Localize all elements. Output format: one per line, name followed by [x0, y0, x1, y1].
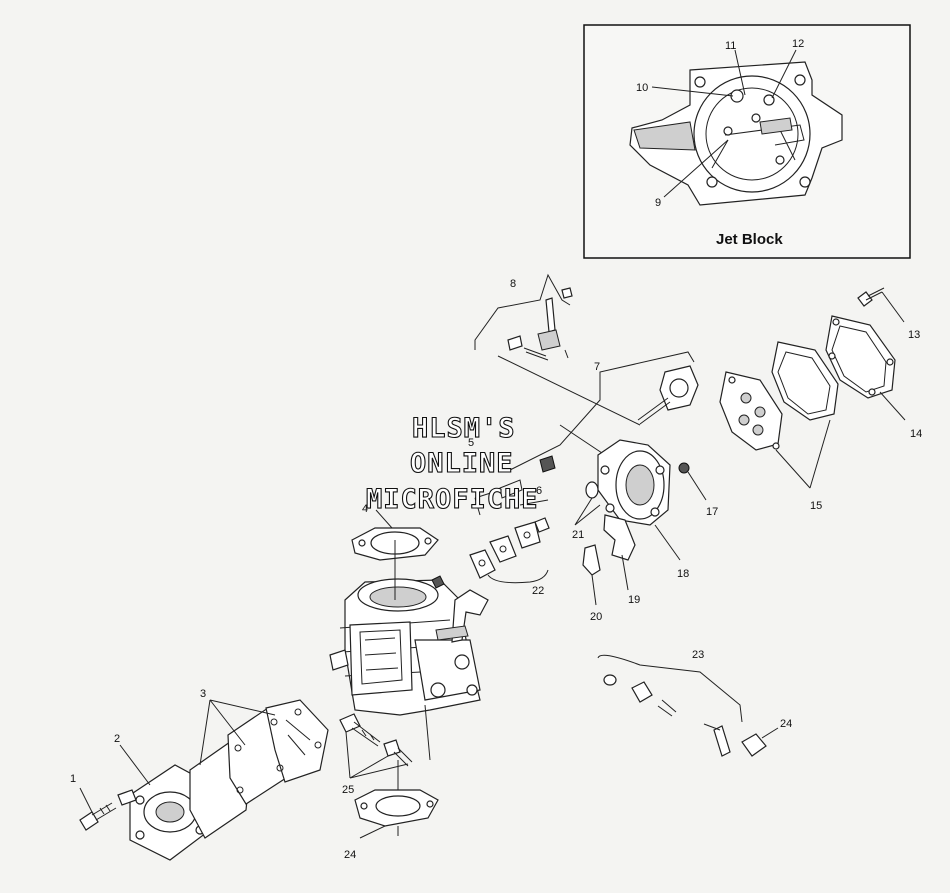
callout-24: 24: [344, 849, 356, 861]
screw-13: 13: [857, 287, 920, 341]
pump-cover-7: 7: [509, 351, 699, 476]
callout-18: 19: [628, 594, 640, 606]
watermark: HLSM'S ONLINE MICROFICHE: [365, 412, 539, 515]
gasket-24: 24: [344, 760, 439, 861]
lever-18: 19: [603, 514, 640, 606]
callout-2: 2: [114, 733, 120, 745]
callout-11: 11: [725, 40, 736, 52]
callout-10: 10: [636, 82, 648, 94]
housing-17: 18: [597, 439, 689, 580]
callout-15: 15: [810, 500, 822, 512]
cover-14: 14: [825, 315, 922, 440]
inset-title: Jet Block: [716, 231, 783, 248]
plate-19: 20: [582, 544, 602, 623]
diaphragms-15: 15: [719, 341, 839, 512]
callout-13: 13: [908, 329, 920, 341]
callout-8: 8: [510, 278, 516, 290]
callout-3: 3: [200, 688, 206, 700]
callout-9: 9: [655, 197, 661, 209]
callout-4: 4: [362, 503, 368, 515]
carburetor-body: [329, 509, 489, 716]
spring-20: 21: [572, 481, 601, 541]
gaskets-21: 22: [469, 521, 549, 597]
callout-16: 17: [706, 506, 718, 518]
callout-17: 18: [677, 568, 689, 580]
callout-7: 7: [594, 361, 600, 373]
callout-25: 25: [342, 784, 354, 796]
screw-1: [79, 787, 117, 831]
fitting-23: 24: [741, 718, 792, 757]
watermark-line-1: HLSM'S: [412, 413, 516, 444]
callout-19: 20: [590, 611, 602, 623]
needle-valve-group-8: 8: [474, 273, 641, 426]
watermark-line-2: ONLINE: [410, 448, 514, 479]
watermark-line-3: MICROFICHE: [366, 484, 539, 515]
fuel-inlet-group-22: 23: [597, 649, 743, 757]
jet-block-inset: 10 11 12 9 Jet Block: [583, 24, 911, 259]
callout-5: 5: [468, 437, 474, 449]
callout-12: 12: [792, 38, 804, 50]
screw-16: 17: [678, 462, 718, 518]
callout-21: 22: [532, 585, 544, 597]
callout-6: 6: [536, 485, 542, 497]
pump-diaphragms-3: [189, 699, 329, 839]
screws-25: 25: [339, 704, 431, 796]
callout-14: 14: [910, 428, 922, 440]
callout-23: 24: [780, 718, 792, 730]
callout-22: 23: [692, 649, 704, 661]
parts-5-6: [474, 455, 556, 533]
callout-1: 1: [70, 773, 76, 785]
fuel-pump-group: 1 2 3: [70, 688, 329, 861]
callout-20: 21: [572, 529, 584, 541]
